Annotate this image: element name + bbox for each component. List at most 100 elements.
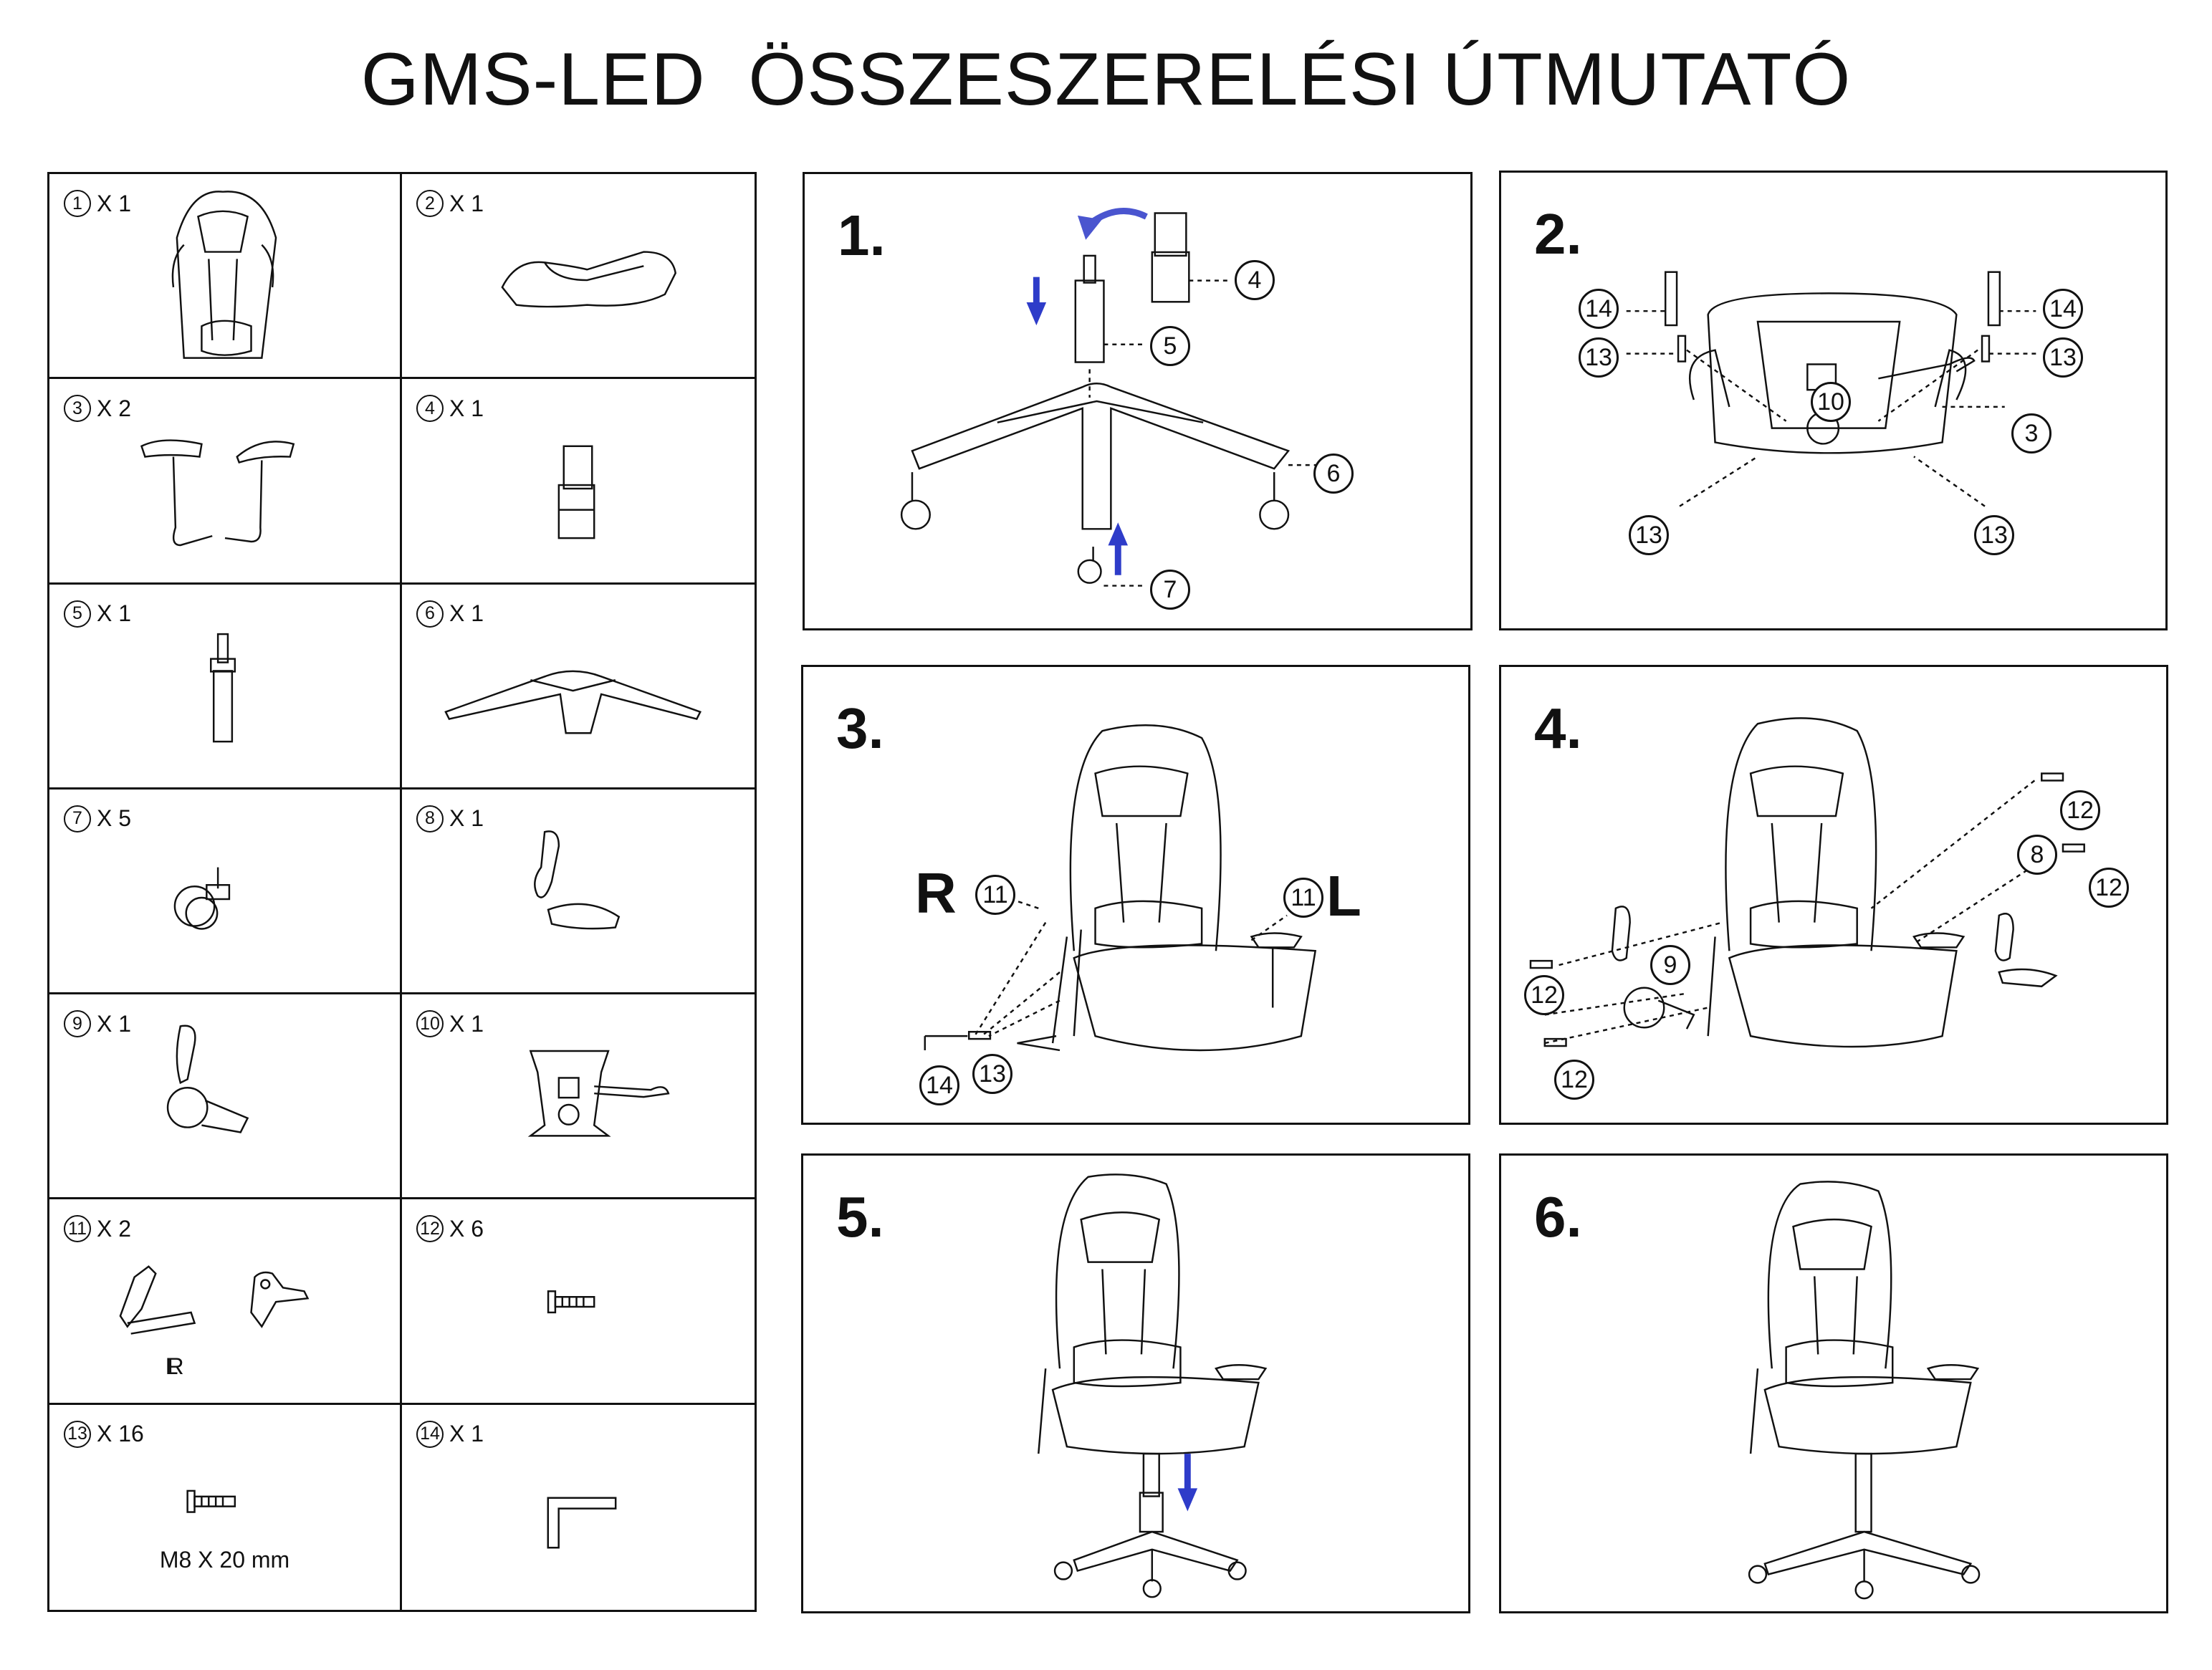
step-number: 4.: [1534, 696, 1582, 760]
bracket-label-l: L: [165, 1353, 178, 1380]
gas-lift-icon: [210, 633, 236, 742]
part-quantity: X 1: [449, 1010, 484, 1037]
part-quantity: X 1: [449, 805, 484, 832]
part-number: 7: [64, 805, 91, 832]
part-number: 3: [64, 395, 91, 423]
part-quantity: X 1: [97, 190, 132, 216]
part-number: 10: [416, 1010, 444, 1038]
part-number: 6: [416, 600, 444, 628]
step-number: 3.: [836, 696, 884, 760]
caster-icon: [173, 867, 231, 930]
callout: 12: [1554, 1060, 1594, 1100]
side-cover-icon: [166, 1024, 249, 1133]
part-number: 11: [64, 1215, 91, 1243]
backrest-icon: [171, 191, 277, 359]
screw-icon: [547, 1290, 595, 1314]
callout: 7: [1150, 570, 1190, 610]
callout: 12: [2060, 790, 2100, 830]
callout: 11: [1283, 878, 1323, 918]
part-number: 4: [416, 395, 444, 423]
side-label-right: R: [915, 861, 957, 925]
part-quantity: X 5: [97, 805, 132, 832]
callout: 12: [2089, 868, 2129, 908]
callout: 5: [1150, 326, 1190, 366]
callout: 14: [919, 1065, 959, 1105]
bracket-icon: [119, 1265, 310, 1335]
part-number: 9: [64, 1010, 91, 1038]
part-quantity: X 1: [449, 190, 484, 216]
part-number: 14: [416, 1420, 444, 1448]
callout: 9: [1650, 945, 1690, 985]
part-quantity: X 2: [97, 1215, 132, 1242]
callout: 13: [1974, 515, 2014, 555]
part-quantity: X 1: [97, 1010, 132, 1037]
armrest-attach-illustration: [924, 724, 1317, 1052]
callout: 12: [1524, 975, 1564, 1015]
callout: 10: [1811, 382, 1851, 422]
callout: 13: [1629, 515, 1669, 555]
step-number: 1.: [838, 203, 886, 267]
part-number: 2: [416, 190, 444, 217]
part-number: 8: [416, 805, 444, 832]
part-quantity: X 16: [97, 1421, 144, 1447]
step-5-panel: 5.: [801, 1153, 1470, 1613]
part-number: 5: [64, 600, 91, 628]
part-quantity: X 2: [97, 395, 132, 421]
chair-on-base-illustration: [1038, 1174, 1268, 1598]
part-number: 12: [416, 1215, 444, 1243]
part-quantity: X 1: [97, 600, 132, 627]
callout: 13: [2043, 337, 2083, 378]
step-number: 2.: [1534, 202, 1582, 266]
seat-mechanism-illustration: [1626, 271, 2036, 507]
callout: 4: [1235, 260, 1275, 300]
callout: 8: [2017, 835, 2057, 875]
side-label-left: L: [1326, 864, 1361, 928]
allen-key-icon: [547, 1497, 617, 1549]
step-1-panel: 1. 4 5 6 7: [803, 172, 1473, 630]
part-number: 1: [64, 190, 91, 217]
part-quantity: X 1: [449, 395, 484, 421]
bracket-label-r: R: [167, 1353, 184, 1380]
callout: 13: [972, 1054, 1012, 1094]
part-quantity: X 1: [449, 1421, 484, 1447]
step-2-panel: 2. 14 13 10 14 13 3 13 13: [1499, 171, 2168, 630]
gas-lift-assembly-illustration: [900, 208, 1317, 587]
side-cover-icon: [534, 830, 621, 930]
page-title: GMS-LED ÖSSZESZERELÉSI ÚTMUTATÓ: [360, 38, 1852, 121]
callout: 14: [2043, 289, 2083, 329]
step-number: 5.: [836, 1185, 884, 1249]
part-quantity: X 1: [449, 600, 484, 627]
callout: 11: [975, 875, 1015, 915]
finished-chair-illustration: [1748, 1181, 1981, 1600]
star-base-icon: [444, 670, 702, 734]
callout: 3: [2011, 413, 2051, 454]
side-cover-attach-illustration: [1529, 717, 2085, 1048]
step-number: 6.: [1534, 1185, 1582, 1249]
mechanism-plate-icon: [527, 1050, 670, 1137]
bolt-size-note: M8 X 20 mm: [159, 1546, 290, 1573]
callout: 13: [1579, 337, 1619, 378]
bolt-icon: [186, 1489, 236, 1513]
callout: 14: [1579, 289, 1619, 329]
armrests-icon: [140, 439, 295, 547]
step-4-panel: 4. 12 8 12 9 12 12: [1499, 665, 2168, 1125]
callout: 6: [1313, 454, 1354, 494]
step-3-panel: 3. R L 11 11 14 13: [801, 665, 1470, 1125]
seat-icon: [501, 251, 677, 308]
step-6-panel: 6.: [1499, 1153, 2168, 1613]
gas-lift-cover-icon: [557, 445, 595, 539]
part-quantity: X 6: [449, 1215, 484, 1242]
